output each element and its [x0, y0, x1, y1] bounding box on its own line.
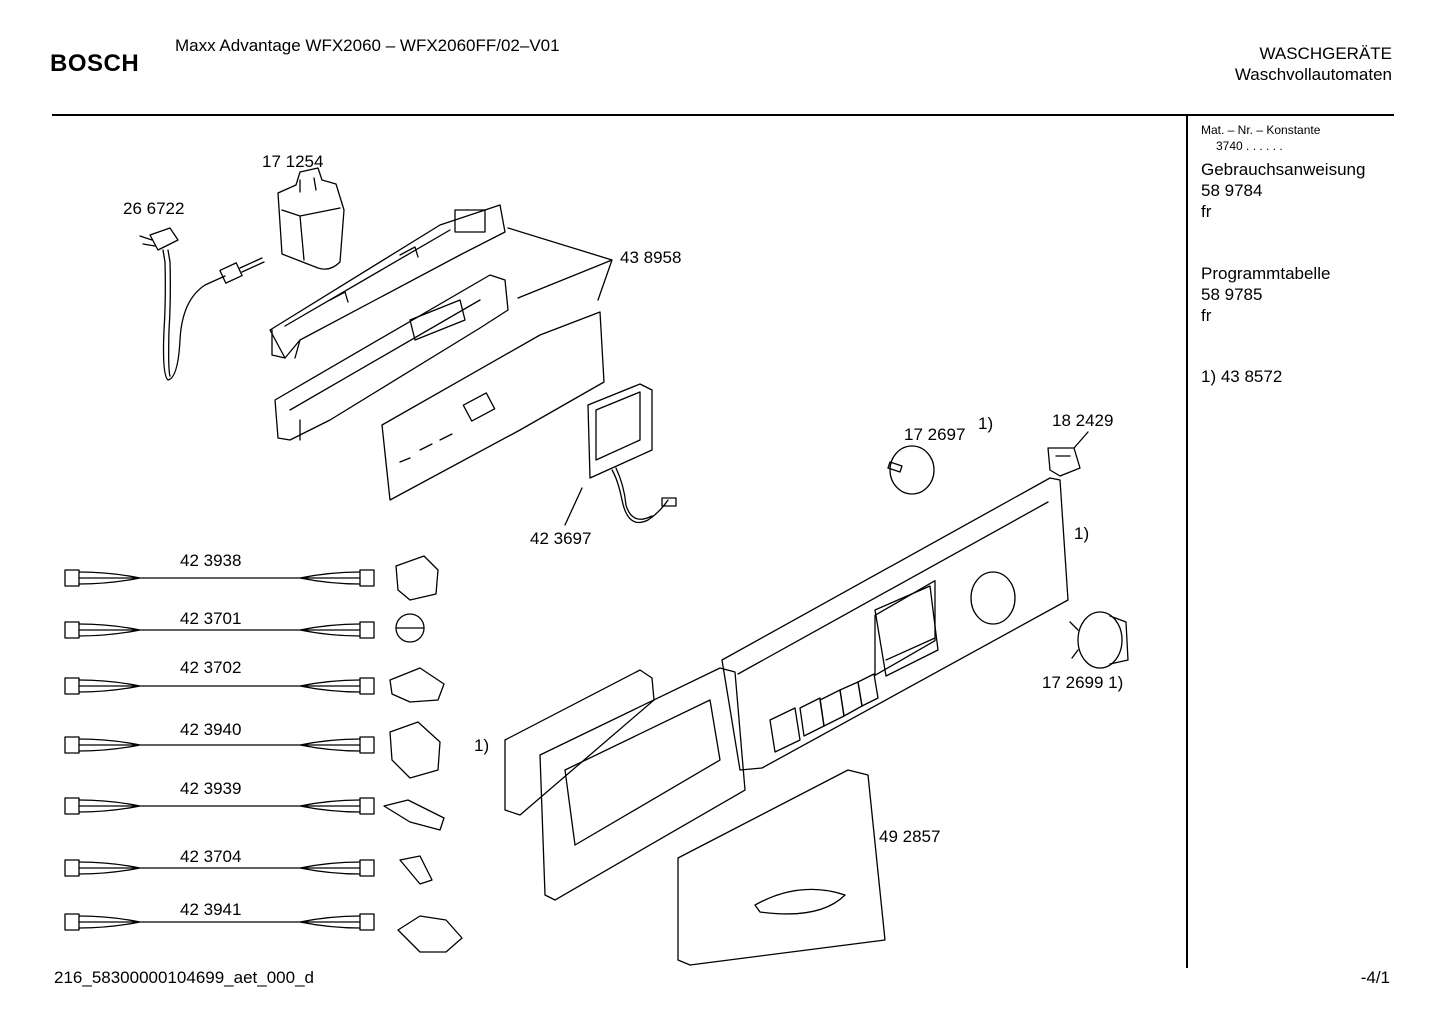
footnote-note: 1) 43 8572	[1201, 367, 1283, 386]
doc-program-lang: fr	[1201, 306, 1212, 325]
mat-number-value: 3740 . . . . . .	[1216, 139, 1283, 153]
harness-7	[65, 914, 374, 930]
part-label-172697: 17 2697	[904, 425, 966, 444]
subcategory-label: Waschvollautomaten	[1234, 65, 1392, 84]
part-label-423697: 42 3697	[530, 529, 592, 548]
header-divider	[52, 114, 1394, 116]
doc-program-table: Programmtabelle 58 9785 fr	[1201, 263, 1330, 326]
harness-4	[65, 737, 374, 753]
drawer-frame-part	[505, 668, 745, 900]
relay-box-part	[278, 168, 344, 269]
cable-label-2: 42 3701	[180, 609, 242, 628]
file-identifier: 216_58300000104699_aet_000_d	[54, 968, 314, 987]
cable-label-4: 42 3940	[180, 720, 242, 739]
brand-logo: BOSCH	[50, 50, 140, 77]
cable-label-6: 42 3704	[180, 847, 242, 866]
harness-components	[384, 556, 462, 952]
wiring-harness-group	[65, 570, 374, 930]
part-note-panel: 1)	[1074, 524, 1090, 543]
part-note-frame: 1)	[474, 736, 490, 755]
power-cable-part	[140, 228, 264, 380]
harness-5	[65, 798, 374, 814]
part-label-438958: 43 8958	[620, 248, 682, 267]
page-title: Maxx Advantage WFX2060 – WFX2060FF/02–V0…	[175, 36, 560, 55]
page-number: -4/1	[1360, 968, 1390, 987]
leader-lines	[508, 228, 1088, 525]
switch-part	[1048, 448, 1080, 476]
part-label-171254: 17 1254	[262, 152, 324, 171]
harness-6	[65, 860, 374, 876]
knob-part	[888, 446, 934, 494]
cable-label-1: 42 3938	[180, 551, 242, 570]
mat-number-label: Mat. – Nr. – Konstante	[1201, 123, 1321, 137]
cable-label-3: 42 3702	[180, 658, 242, 677]
doc-manual-number: 58 9784	[1201, 181, 1263, 200]
control-pcb-part	[382, 312, 604, 500]
part-note-172697: 1)	[978, 414, 994, 433]
part-label-172699: 17 2699 1)	[1042, 673, 1124, 692]
doc-manual: Gebrauchsanweisung 58 9784 fr	[1201, 159, 1365, 222]
doc-program-title: Programmtabelle	[1201, 264, 1331, 283]
harness-2	[65, 622, 374, 638]
harness-3	[65, 678, 374, 694]
part-label-182429: 18 2429	[1052, 411, 1114, 430]
harness-1	[65, 570, 374, 586]
doc-manual-lang: fr	[1201, 202, 1212, 221]
board-housing-top-part	[270, 205, 505, 358]
control-panel-fascia-part	[722, 478, 1068, 770]
part-label-266722: 26 6722	[123, 199, 185, 218]
display-module-part	[588, 384, 676, 523]
category-label: WASCHGERÄTE	[1259, 44, 1392, 63]
drawer-front-part	[678, 770, 885, 965]
doc-program-number: 58 9785	[1201, 285, 1263, 304]
cable-label-5: 42 3939	[180, 779, 242, 798]
sidebar-divider	[1186, 116, 1188, 968]
cable-label-7: 42 3941	[180, 900, 242, 919]
board-housing-bottom-part	[275, 275, 508, 440]
doc-manual-title: Gebrauchsanweisung	[1201, 160, 1366, 179]
part-label-492857: 49 2857	[879, 827, 941, 846]
dial-part	[1070, 612, 1128, 668]
